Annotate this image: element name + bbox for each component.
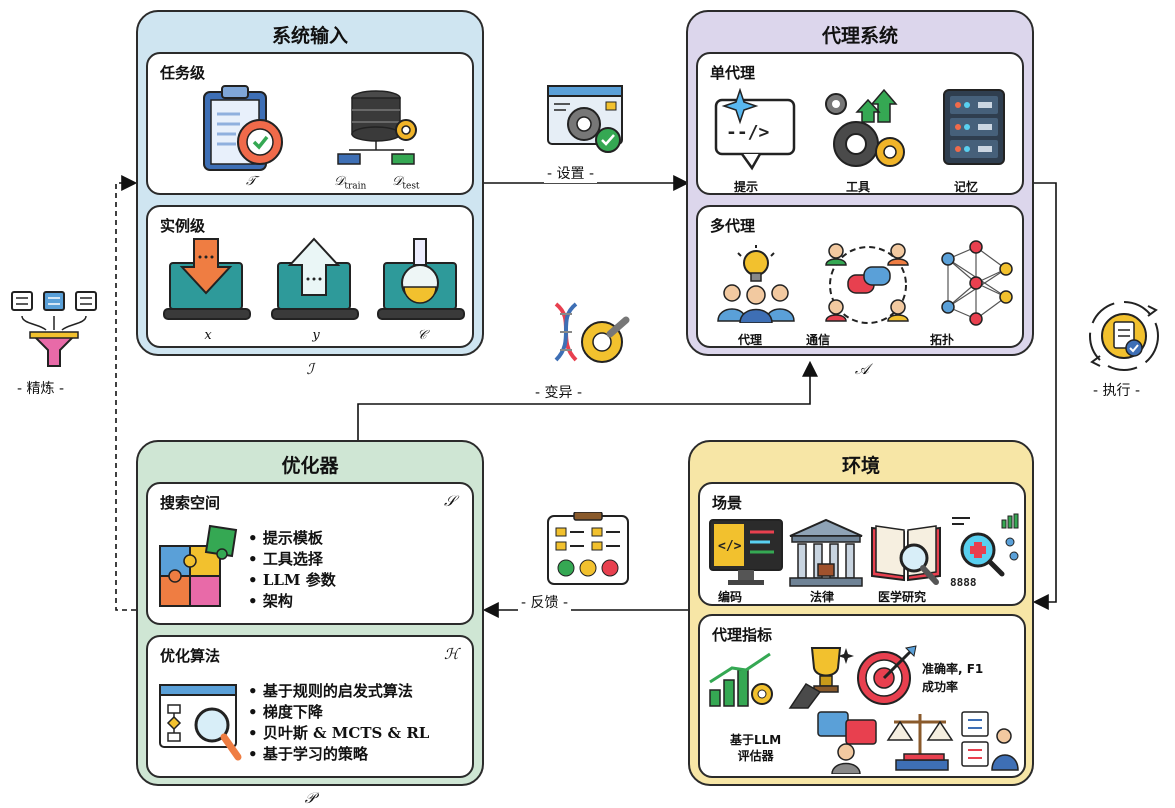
setup-label: - 设置 - bbox=[544, 163, 598, 183]
search-space-item: 工具选择 bbox=[248, 549, 336, 570]
algorithm-item: 贝叶斯 & MCTS & RL bbox=[248, 723, 430, 744]
laptop-input-icon bbox=[163, 238, 251, 320]
agent-system-panel: 代理系统 单代理 --/> 提示 bbox=[686, 10, 1034, 356]
task-level-title: 任务级 bbox=[160, 64, 206, 82]
svg-text:--/>: --/> bbox=[726, 122, 770, 143]
accuracy-f1-label: 准确率, F1 bbox=[922, 662, 984, 676]
optimizer-symbol: 𝒫 bbox=[304, 789, 316, 807]
system-input-title: 系统输入 bbox=[271, 25, 348, 47]
target-icon bbox=[857, 645, 917, 705]
tools-label: 工具 bbox=[846, 180, 871, 194]
topology-icon bbox=[941, 240, 1013, 326]
single-agent-panel: 单代理 --/> 提示 工具 记忆 bbox=[696, 52, 1024, 195]
medical-research-icon: 8888 bbox=[950, 513, 1019, 589]
scenario-title: 场景 bbox=[712, 494, 743, 512]
agent-system-title: 代理系统 bbox=[821, 25, 898, 47]
optimizer-title: 优化器 bbox=[281, 455, 339, 477]
memory-server-icon bbox=[943, 89, 1005, 165]
communication-icon bbox=[825, 243, 909, 324]
medical-label: 医学研究 bbox=[878, 590, 927, 604]
topology-label: 拓扑 bbox=[930, 333, 955, 347]
feedback-label: - 反馈 - bbox=[518, 592, 572, 612]
algorithm-title: 优化算法 bbox=[160, 647, 221, 665]
task-symbol: 𝒯 bbox=[246, 174, 256, 189]
laptop-output-icon bbox=[271, 237, 359, 320]
coding-monitor-icon: </> bbox=[709, 519, 783, 585]
environment-title: 环境 bbox=[841, 455, 880, 477]
book-magnifier-icon bbox=[871, 525, 941, 585]
trophy-icon bbox=[788, 647, 854, 709]
task-level-panel: 任务级 𝒯 � bbox=[146, 52, 474, 195]
execute-label: - 执行 - bbox=[1090, 380, 1144, 400]
settings-window-icon bbox=[547, 85, 623, 153]
growth-chart-icon bbox=[709, 652, 773, 707]
optimizer-panel: 优化器 搜索空间 𝒮 提示模板 工具选择 LLM 参数 架构 优化算法 ℋ bbox=[136, 440, 484, 786]
tools-icon bbox=[825, 88, 905, 167]
svg-text:</>: </> bbox=[718, 539, 742, 554]
feedback-survey-icon bbox=[547, 512, 629, 585]
llm-evaluator-label: 基于LLM 评估器 bbox=[730, 733, 782, 763]
search-space-list: 提示模板 工具选择 LLM 参数 架构 bbox=[248, 528, 336, 612]
prompt-icon: --/> bbox=[714, 88, 796, 171]
mutate-label: - 变异 - bbox=[532, 382, 586, 402]
scales-icon bbox=[886, 714, 954, 771]
single-agent-title: 单代理 bbox=[710, 64, 756, 82]
prompt-label: 提示 bbox=[734, 180, 759, 194]
search-space-item: 架构 bbox=[248, 591, 336, 612]
scenario-panel: 场景 </> bbox=[698, 482, 1026, 606]
algorithm-panel: 优化算法 ℋ 基于规则的启发式算法 梯度下降 贝叶斯 & MCTS & RL 基… bbox=[146, 635, 474, 778]
system-input-panel: 系统输入 任务级 𝒯 bbox=[136, 10, 484, 356]
puzzle-icon bbox=[159, 524, 238, 607]
input-symbol: ℐ bbox=[306, 360, 314, 378]
multi-agent-title: 多代理 bbox=[710, 217, 756, 235]
algorithm-item: 基于学习的策略 bbox=[248, 744, 429, 765]
metrics-panel: 代理指标 准确率, F1 成功率 基于LLM 评估器 bbox=[698, 614, 1026, 778]
svg-text:8888: 8888 bbox=[950, 576, 977, 589]
algorithm-item: 梯度下降 bbox=[248, 702, 429, 723]
d-train-label: 𝒟train bbox=[334, 174, 367, 192]
c-symbol: 𝒞 bbox=[417, 328, 427, 343]
database-icon bbox=[337, 90, 417, 165]
search-space-item: 提示模板 bbox=[248, 528, 336, 549]
refine-label: - 精炼 - bbox=[14, 378, 68, 398]
d-test-label: 𝒟test bbox=[392, 174, 420, 192]
execute-cycle-icon bbox=[1089, 301, 1159, 371]
dna-gear-icon bbox=[554, 302, 630, 363]
refine-filter-icon bbox=[11, 291, 97, 367]
communication-label: 通信 bbox=[806, 333, 831, 347]
search-space-symbol: 𝒮 bbox=[444, 492, 456, 510]
algorithm-list: 基于规则的启发式算法 梯度下降 贝叶斯 & MCTS & RL 基于学习的策略 bbox=[248, 681, 430, 765]
laptop-flask-icon bbox=[377, 238, 465, 320]
metrics-title: 代理指标 bbox=[712, 626, 773, 644]
search-space-item: LLM 参数 bbox=[248, 570, 336, 591]
environment-panel: 环境 场景 </> bbox=[688, 440, 1034, 786]
algorithm-item: 基于规则的启发式算法 bbox=[248, 681, 429, 702]
instance-level-title: 实例级 bbox=[160, 217, 206, 235]
flowchart-search-icon bbox=[159, 684, 242, 761]
law-label: 法律 bbox=[810, 590, 835, 604]
algorithm-symbol: ℋ bbox=[444, 645, 459, 663]
clipboard-gear-icon bbox=[203, 85, 283, 171]
agent-label: 代理 bbox=[738, 333, 763, 347]
coding-label: 编码 bbox=[718, 590, 743, 604]
search-space-panel: 搜索空间 𝒮 提示模板 工具选择 LLM 参数 架构 bbox=[146, 482, 474, 625]
multi-agent-panel: 多代理 bbox=[696, 205, 1024, 348]
y-symbol: y bbox=[312, 328, 320, 343]
search-space-title: 搜索空间 bbox=[160, 494, 221, 512]
instance-level-panel: 实例级 x y 𝒞 bbox=[146, 205, 474, 348]
agent-symbol: 𝒜 bbox=[854, 360, 870, 378]
agent-group-icon bbox=[717, 245, 795, 323]
feedback-thumbs-icon bbox=[817, 711, 877, 774]
x-symbol: x bbox=[204, 328, 212, 343]
success-rate-label: 成功率 bbox=[922, 680, 959, 694]
courthouse-icon bbox=[789, 518, 863, 587]
memory-label: 记忆 bbox=[954, 180, 979, 194]
checklist-person-icon bbox=[961, 711, 1019, 771]
